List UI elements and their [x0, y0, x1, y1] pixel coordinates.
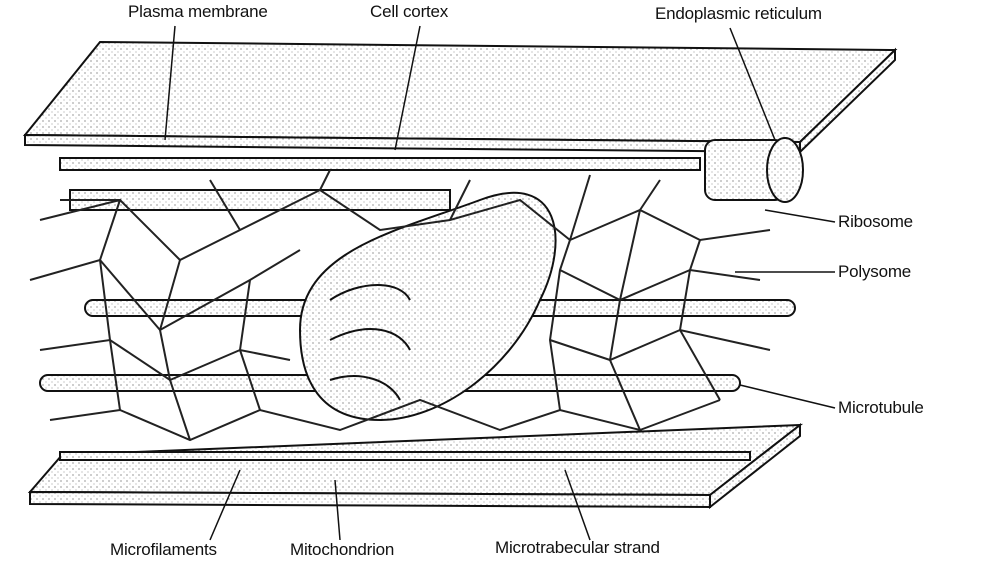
- mitochondrion-crista: [329, 284, 411, 401]
- microtrabecular-network: [29, 169, 771, 442]
- label-ribosome: Ribosome: [838, 212, 913, 231]
- plasma-membrane-bottom-right-edge: [709, 422, 801, 510]
- label-plasma-membrane: Plasma membrane: [128, 2, 268, 21]
- label-endoplasmic-reticulum: Endoplasmic reticulum: [655, 4, 822, 23]
- label-microtrabecular-strand: Microtrabecular strand: [495, 538, 660, 557]
- endoplasmic-reticulum-opening: [766, 137, 804, 203]
- leader-lines: [164, 25, 836, 541]
- label-microfilaments: Microfilaments: [110, 540, 217, 559]
- mitochondrion: [298, 192, 557, 422]
- plasma-membrane-right-edge: [799, 47, 896, 155]
- microfilament: [59, 451, 751, 461]
- plasma-membrane-bottom-edge: [29, 490, 711, 509]
- label-microtubule: Microtubule: [838, 398, 924, 417]
- label-cell-cortex: Cell cortex: [370, 2, 449, 21]
- label-mitochondrion: Mitochondrion: [290, 540, 395, 559]
- cortex-rod: [59, 157, 701, 171]
- plasma-membrane-top: [22, 40, 898, 144]
- label-polysome: Polysome: [838, 262, 912, 281]
